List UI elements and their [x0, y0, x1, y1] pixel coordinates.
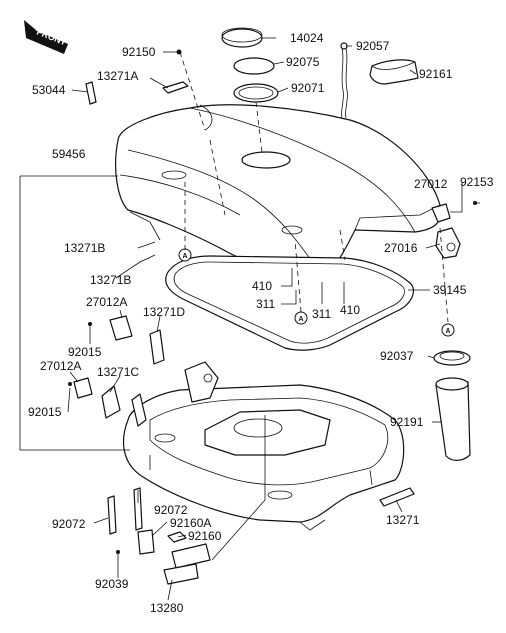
- label-27016: 27016: [384, 241, 418, 255]
- svg-text:A: A: [299, 316, 304, 323]
- label-92161: 92161: [419, 67, 453, 81]
- hatch-cover: [115, 104, 442, 277]
- label-92075: 92075: [286, 55, 320, 69]
- assembly-dashed-lines: [179, 51, 449, 323]
- label-92072-1: 92072: [154, 503, 188, 517]
- front-arrow-icon: FRONT: [24, 20, 68, 54]
- label-92071: 92071: [291, 81, 325, 95]
- label-92150: 92150: [122, 45, 156, 59]
- label-27012a-1: 27012A: [86, 295, 127, 309]
- svg-text:A: A: [183, 253, 188, 260]
- ref-marker-a-2: A: [294, 311, 308, 325]
- label-59456: 59456: [52, 147, 86, 161]
- label-410-2: 410: [340, 303, 360, 317]
- label-92015-1: 92015: [68, 345, 102, 359]
- label-13271a: 13271A: [97, 69, 138, 83]
- label-410-1: 410: [252, 279, 272, 293]
- inspection-cap-stack: [221, 27, 279, 103]
- label-13280: 13280: [150, 601, 184, 615]
- label-13271c: 13271C: [97, 365, 139, 379]
- label-27012a-2: 27012A: [40, 359, 81, 373]
- ref-marker-a-3: A: [441, 323, 455, 337]
- leader-lines: [19, 37, 480, 601]
- label-27012: 27012: [414, 177, 448, 191]
- small-hardware-bottom: [107, 487, 415, 585]
- hatch-gasket: [165, 255, 415, 351]
- label-92191: 92191: [390, 415, 424, 429]
- label-92037: 92037: [380, 349, 414, 363]
- label-92153: 92153: [460, 175, 494, 189]
- svg-text:A: A: [446, 328, 451, 335]
- label-92015-2: 92015: [28, 405, 62, 419]
- label-13271b-1: 13271B: [64, 241, 105, 255]
- label-13271: 13271: [386, 513, 420, 527]
- label-39145: 39145: [433, 283, 467, 297]
- label-92039: 92039: [95, 577, 129, 591]
- label-92160a: 92160A: [170, 516, 211, 530]
- label-13271d: 13271D: [143, 305, 185, 319]
- rubber-pad: [369, 59, 419, 85]
- deck-tray: [122, 384, 405, 531]
- label-14024: 14024: [290, 31, 324, 45]
- hatch-latch-parts: [431, 201, 477, 259]
- label-53044: 53044: [32, 83, 66, 97]
- small-hardware-top: [85, 49, 189, 105]
- label-311-2: 311: [312, 307, 331, 321]
- label-92160: 92160: [188, 529, 222, 543]
- hose-and-clamp: [433, 350, 471, 461]
- ref-marker-a-1: A: [178, 248, 192, 262]
- retainer-strap: [340, 42, 348, 119]
- label-92072-2: 92072: [52, 517, 86, 531]
- label-311-1: 311: [256, 297, 275, 311]
- label-13271b-2: 13271B: [90, 273, 131, 287]
- label-92057: 92057: [356, 39, 390, 53]
- lower-brackets: [68, 315, 219, 427]
- part-labels: 14024 92057 92150 92075 13271A 92161 530…: [28, 31, 494, 615]
